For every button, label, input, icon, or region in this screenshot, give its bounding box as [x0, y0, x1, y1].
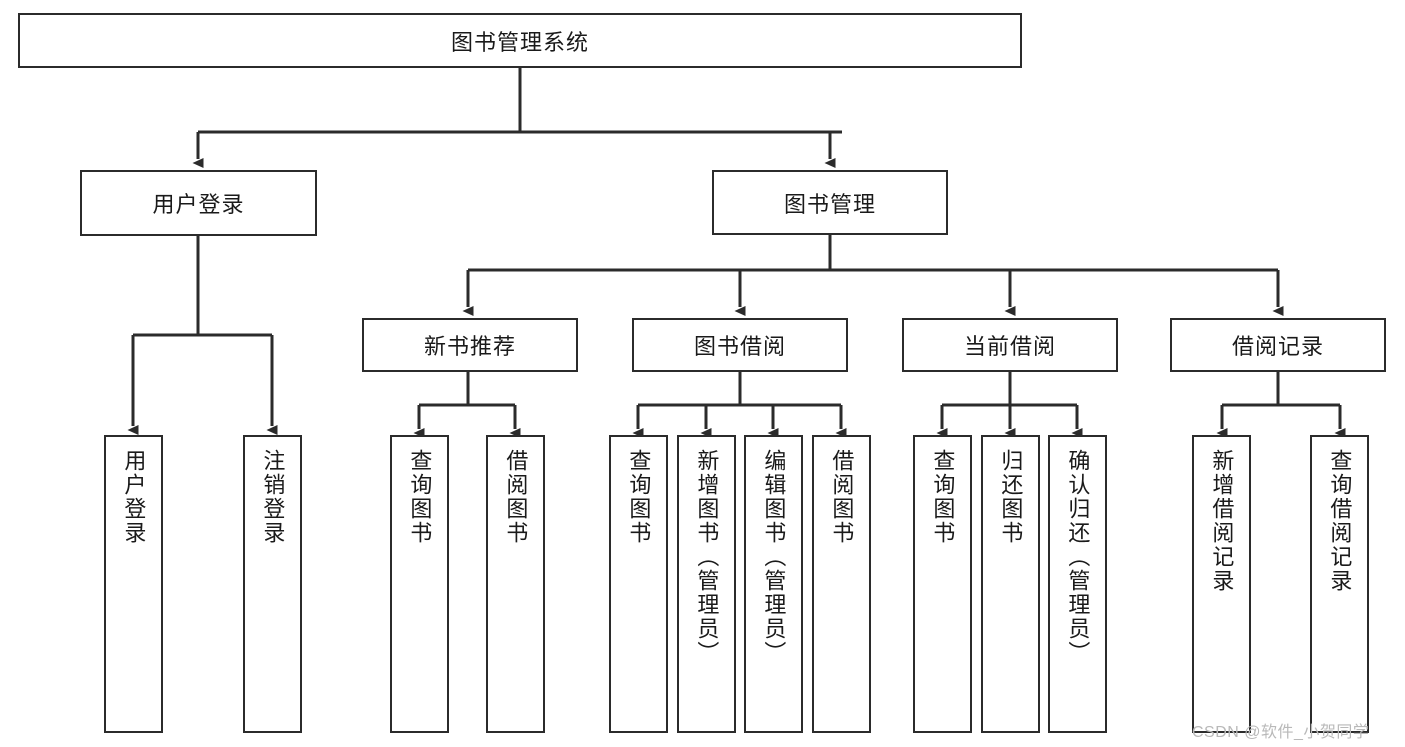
node-leaf-cur-query-label: 查询图书: [930, 449, 956, 545]
node-current-borrow[interactable]: 当前借阅: [902, 318, 1118, 372]
node-new-book-rec-label: 新书推荐: [423, 334, 516, 359]
node-user-login-label: 用户登录: [152, 192, 245, 217]
node-book-manage-label: 图书管理: [783, 191, 876, 217]
node-leaf-user-login[interactable]: 用户登录: [104, 435, 163, 733]
node-leaf-rec-borrow-label: 借阅图书: [503, 449, 529, 545]
node-leaf-rec-add-label: 新增借阅记录: [1209, 449, 1235, 593]
node-leaf-borrow-edit[interactable]: 编辑图书（管理员）: [744, 435, 803, 733]
node-leaf-borrow-edit-label: 编辑图书（管理员）: [761, 449, 787, 665]
node-book-manage[interactable]: 图书管理: [712, 170, 948, 235]
node-root-label: 图书管理系统: [450, 29, 589, 55]
node-leaf-borrow-add[interactable]: 新增图书（管理员）: [677, 435, 736, 733]
node-leaf-borrow-lend-label: 借阅图书: [829, 449, 855, 545]
node-book-borrow-label: 图书借阅: [693, 334, 786, 359]
node-leaf-user-login-label: 用户登录: [121, 449, 147, 545]
node-leaf-cur-confirm[interactable]: 确认归还（管理员）: [1048, 435, 1107, 733]
node-leaf-borrow-query-label: 查询图书: [626, 449, 652, 545]
node-borrow-record[interactable]: 借阅记录: [1170, 318, 1386, 372]
node-leaf-cur-query[interactable]: 查询图书: [913, 435, 972, 733]
node-user-login[interactable]: 用户登录: [80, 170, 317, 236]
node-leaf-rec-search-label: 查询借阅记录: [1327, 449, 1353, 593]
node-leaf-user-logout-label: 注销登录: [260, 449, 286, 545]
node-leaf-borrow-query[interactable]: 查询图书: [609, 435, 668, 733]
node-borrow-record-label: 借阅记录: [1231, 334, 1324, 359]
node-leaf-user-logout[interactable]: 注销登录: [243, 435, 302, 733]
node-leaf-cur-confirm-label: 确认归还（管理员）: [1065, 449, 1091, 665]
node-leaf-cur-return[interactable]: 归还图书: [981, 435, 1040, 733]
node-leaf-borrow-add-label: 新增图书（管理员）: [694, 449, 720, 665]
node-leaf-rec-query-label: 查询图书: [407, 449, 433, 545]
node-leaf-cur-return-label: 归还图书: [998, 449, 1024, 545]
node-leaf-rec-add[interactable]: 新增借阅记录: [1192, 435, 1251, 733]
node-leaf-rec-search[interactable]: 查询借阅记录: [1310, 435, 1369, 733]
node-current-borrow-label: 当前借阅: [963, 334, 1056, 359]
node-root[interactable]: 图书管理系统: [18, 13, 1022, 68]
node-book-borrow[interactable]: 图书借阅: [632, 318, 848, 372]
node-leaf-borrow-lend[interactable]: 借阅图书: [812, 435, 871, 733]
node-new-book-rec[interactable]: 新书推荐: [362, 318, 578, 372]
node-leaf-rec-query[interactable]: 查询图书: [390, 435, 449, 733]
node-leaf-rec-borrow[interactable]: 借阅图书: [486, 435, 545, 733]
